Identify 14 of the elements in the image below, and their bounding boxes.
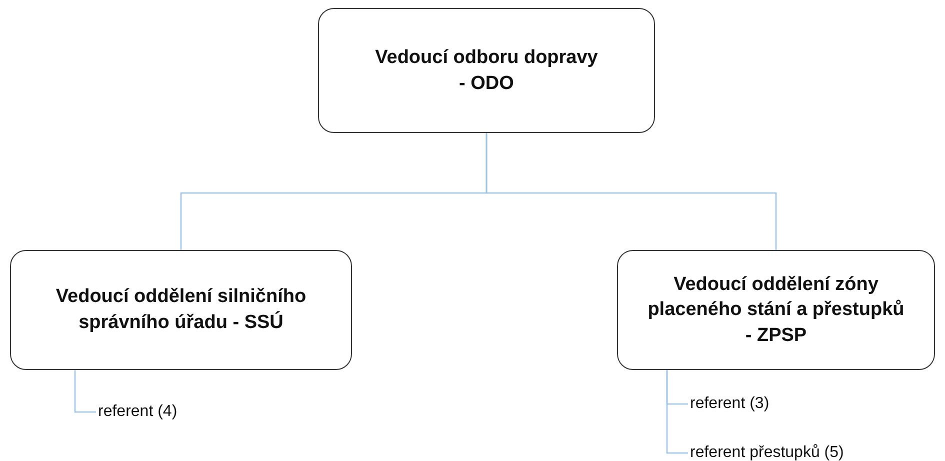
position-title: - ODO xyxy=(459,72,514,96)
staff-label: referent (4) xyxy=(98,403,178,420)
position-box xyxy=(318,8,655,133)
staff-label: referent (3) xyxy=(690,395,770,412)
connector-line xyxy=(486,133,777,250)
staff-label: referent přestupků (5) xyxy=(690,444,844,461)
connector-line xyxy=(666,370,688,454)
position-box xyxy=(10,250,352,370)
position-title: - ZPSP xyxy=(745,324,807,348)
position-title: Vedoucí odboru dopravy xyxy=(375,46,598,70)
connector-line xyxy=(74,370,96,413)
position-title: Vedoucí oddělení zóny placeného stání a přestupků xyxy=(646,272,906,322)
position-box xyxy=(617,250,935,370)
position-title: Vedoucí oddělení silničního správního úřadu - SSÚ xyxy=(54,285,308,335)
